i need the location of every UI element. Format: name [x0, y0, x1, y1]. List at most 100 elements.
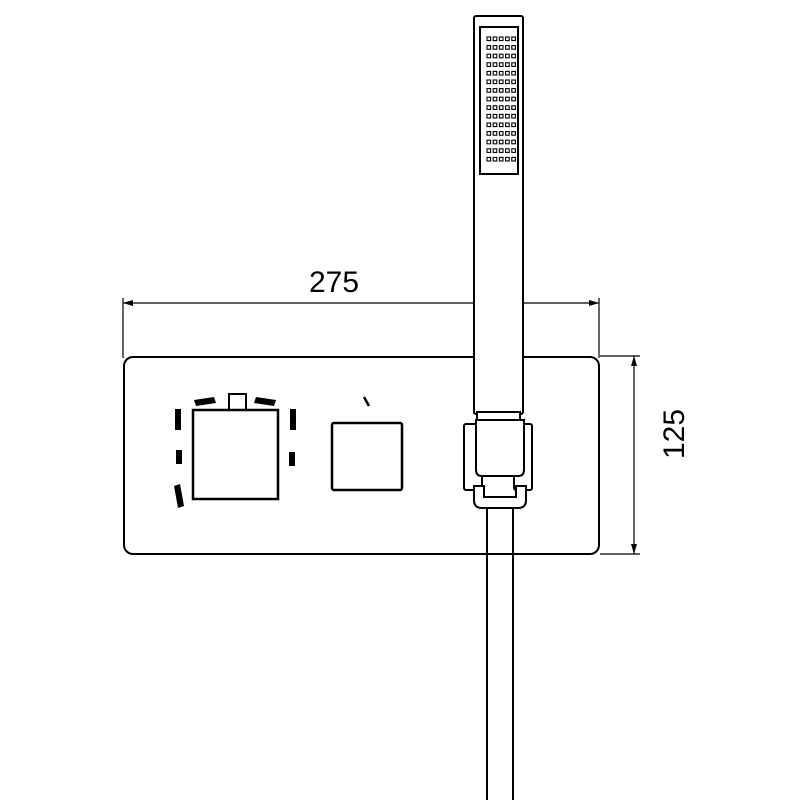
width-dimension: [122, 298, 600, 358]
height-dimension: [600, 355, 640, 555]
nozzle: [511, 131, 516, 136]
temperature-mark: [290, 409, 296, 430]
nozzle: [492, 105, 498, 110]
nozzle: [511, 36, 516, 42]
height-arrow-top: [631, 356, 637, 366]
nozzle: [486, 105, 492, 110]
nozzle: [511, 79, 516, 85]
nozzle: [498, 36, 504, 42]
nozzle: [492, 139, 498, 145]
nozzle: [511, 62, 516, 67]
shower-hose: [486, 497, 514, 800]
nozzle: [498, 139, 504, 145]
temperature-mark: [194, 397, 216, 406]
nozzle: [498, 105, 504, 110]
nozzle: [492, 88, 498, 93]
nozzle: [505, 113, 510, 119]
nozzle: [492, 131, 498, 136]
nozzle-grid: [486, 36, 516, 162]
nozzle: [498, 88, 504, 93]
hand-shower: [473, 15, 524, 423]
temperature-marks: [174, 397, 296, 508]
nozzle: [486, 79, 492, 85]
nozzle: [498, 45, 504, 50]
flow-knob: [330, 396, 404, 492]
nozzle: [505, 139, 510, 145]
nozzle: [498, 96, 504, 102]
nozzle: [505, 105, 510, 110]
nozzle: [486, 139, 492, 145]
nozzle: [511, 96, 516, 102]
nozzle: [498, 148, 504, 153]
nozzle: [511, 122, 516, 128]
nozzle: [505, 36, 510, 42]
nozzle: [498, 113, 504, 119]
thermostatic-knob-body: [191, 408, 280, 501]
temperature-mark: [175, 409, 181, 430]
temperature-mark: [176, 450, 182, 464]
nozzle: [486, 156, 492, 162]
nozzle: [505, 45, 510, 50]
nozzle: [492, 96, 498, 102]
width-arrow-right: [589, 300, 599, 306]
height-label: 125: [658, 409, 691, 459]
nozzle: [505, 70, 510, 76]
nozzle: [492, 79, 498, 85]
nozzle: [505, 88, 510, 93]
width-arrow-left: [123, 300, 133, 306]
nozzle: [492, 113, 498, 119]
height-arrow-bottom: [631, 544, 637, 554]
nozzle: [492, 45, 498, 50]
nozzle: [498, 156, 504, 162]
nozzle: [505, 131, 510, 136]
flow-knob-indicator: [362, 396, 371, 407]
nozzle: [492, 148, 498, 153]
nozzle: [486, 53, 492, 59]
width-label: 275: [309, 266, 359, 299]
temperature-mark: [174, 484, 184, 508]
nozzle: [486, 131, 492, 136]
nozzle: [511, 53, 516, 59]
flow-knob-body: [330, 421, 404, 492]
nozzle: [511, 148, 516, 153]
nozzle: [492, 70, 498, 76]
nozzle: [505, 79, 510, 85]
nozzle: [511, 45, 516, 50]
nozzle: [498, 70, 504, 76]
nozzle: [486, 122, 492, 128]
nozzle: [486, 62, 492, 67]
nozzle: [511, 70, 516, 76]
nozzle: [492, 122, 498, 128]
nozzle: [486, 36, 492, 42]
temperature-mark: [289, 452, 295, 466]
nozzle: [505, 122, 510, 128]
nozzle: [486, 70, 492, 76]
nozzle: [486, 45, 492, 50]
nozzle: [486, 96, 492, 102]
nozzle: [492, 53, 498, 59]
nozzle: [486, 148, 492, 153]
nozzle: [511, 88, 516, 93]
nozzle: [498, 62, 504, 67]
thermostatic-knob: [174, 393, 296, 508]
nozzle: [498, 53, 504, 59]
nozzle: [505, 53, 510, 59]
nozzle: [498, 79, 504, 85]
nozzle: [511, 156, 516, 162]
nozzle: [511, 105, 516, 110]
nozzle: [492, 156, 498, 162]
shower-holder: [463, 419, 533, 509]
nozzle: [492, 62, 498, 67]
nozzle: [505, 156, 510, 162]
nozzle: [511, 113, 516, 119]
nozzle: [486, 88, 492, 93]
holder-base: [473, 485, 527, 509]
holder-cup: [475, 419, 525, 477]
nozzle: [511, 139, 516, 145]
nozzle: [492, 36, 498, 42]
nozzle: [505, 148, 510, 153]
nozzle: [498, 131, 504, 136]
nozzle: [486, 113, 492, 119]
nozzle: [498, 122, 504, 128]
